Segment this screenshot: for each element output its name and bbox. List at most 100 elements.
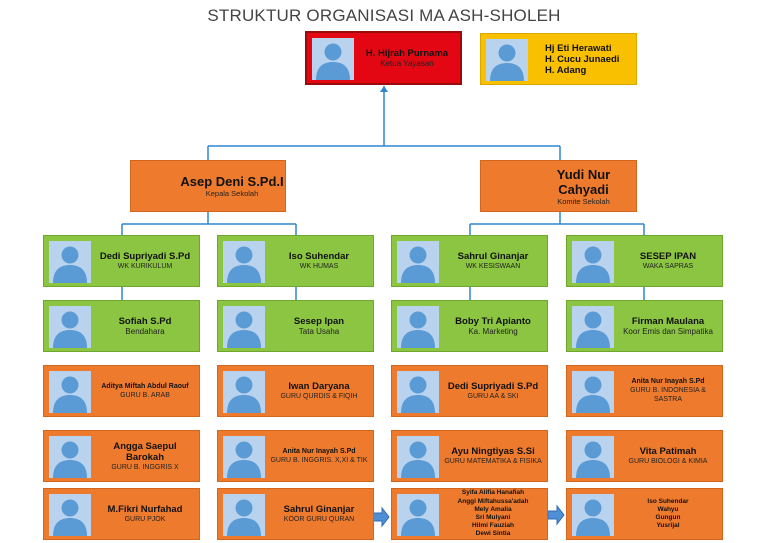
- list-name: Syifa Alifia Hanafiah: [461, 489, 525, 497]
- person-avatar-icon: [49, 241, 91, 283]
- card-role: WK KURIKULUM: [117, 263, 173, 270]
- card-komite-sekolah: Yudi Nur Cahyadi Komite Sekolah: [480, 160, 637, 212]
- card-name: Yudi Nur Cahyadi: [556, 166, 611, 197]
- card-role: GURU B. INGGRIS. X,XI & TIK: [270, 456, 368, 464]
- card-ketua-yayasan: H. Hijrah Purnama Ketua Yayasan: [305, 31, 462, 85]
- card-kepala-sekolah: Asep Deni S.Pd.I Kepala Sekolah: [130, 160, 286, 212]
- card-role: GURU PJOK: [124, 516, 166, 523]
- card-role: GURU QURDIS & FIQIH: [280, 393, 358, 400]
- card-role: GURU B. ARAB: [120, 391, 170, 399]
- card-name: Sahrul Ginanjar: [283, 504, 355, 515]
- person-avatar-icon: [397, 241, 439, 283]
- chart-title: STRUKTUR ORGANISASI MA ASH-SHOLEH: [207, 6, 561, 25]
- person-avatar-icon: [397, 371, 439, 413]
- card-name: Hj Eti Herawati: [545, 42, 612, 54]
- card-pembina: Hj Eti Herawati H. Cucu Junaedi H. Adang: [480, 33, 637, 85]
- person-avatar-icon: [223, 241, 265, 283]
- card-name: Firman Maulana: [631, 316, 705, 327]
- card-name: Iso Suhendar: [288, 251, 350, 262]
- list-name: Hilmi Fauziah: [472, 522, 514, 530]
- person-avatar-icon: [397, 436, 439, 478]
- card-role: WAKA SAPRAS: [642, 263, 694, 270]
- person-avatar-icon: [572, 371, 614, 413]
- card-role: WK KESISWAAN: [465, 263, 521, 270]
- person-avatar-icon: [572, 494, 614, 536]
- card-role: GURU BIOLOGI & KIMIA: [628, 458, 708, 465]
- card-role: GURU AA & SKI: [467, 393, 519, 400]
- card-role: GURU B. INDONESIA & SASTRA: [630, 387, 706, 403]
- card-role: Ka. Marketing: [468, 327, 518, 336]
- card-name: Ayu Ningtiyas S.Si: [451, 446, 535, 457]
- person-avatar-icon: [572, 306, 614, 348]
- person-avatar-icon: [49, 371, 91, 413]
- list-name: Dewi Sintia: [475, 530, 511, 538]
- arrow-right-icon: [372, 504, 565, 528]
- list-name: Mely Amalia: [474, 505, 512, 513]
- card-name: Sahrul Ginanjar: [457, 251, 529, 262]
- card-name: Iwan Daryana: [288, 381, 350, 392]
- list-name: Yusrijal: [656, 522, 680, 530]
- person-avatar-icon: [223, 436, 265, 478]
- person-avatar-icon: [312, 38, 354, 80]
- person-avatar-icon: [486, 39, 528, 81]
- card-name: Boby Tri Apianto: [455, 316, 531, 327]
- card-role: Bendahara: [125, 327, 165, 336]
- list-name: Sri Mulyani: [475, 514, 511, 521]
- card-name: H. Hijrah Purnama: [365, 48, 449, 59]
- person-avatar-icon: [223, 371, 265, 413]
- list-name: Anggi Miftahussa'adah: [457, 497, 529, 505]
- card-name: Anita Nur Inayah S.Pd: [631, 378, 705, 385]
- person-avatar-icon: [572, 241, 614, 283]
- person-avatar-icon: [49, 436, 91, 478]
- card-name: Angga Saepul Barokah: [113, 440, 177, 463]
- person-avatar-icon: [397, 306, 439, 348]
- person-avatar-icon: [223, 306, 265, 348]
- card-role: Tata Usaha: [298, 327, 340, 336]
- person-avatar-icon: [49, 494, 91, 536]
- card-name: SESEP IPAN: [639, 251, 697, 262]
- card-name: Sofiah S.Pd: [118, 316, 172, 327]
- card-name: Dedi Supriyadi S.Pd: [447, 381, 539, 392]
- card-name: Anita Nur Inayah S.Pd: [282, 447, 356, 455]
- card-name: Sesep Ipan: [293, 316, 345, 327]
- card-role: Komite Sekolah: [557, 196, 610, 206]
- card-name: Dedi Supriyadi S.Pd: [99, 251, 191, 262]
- list-name: Iso Suhendar: [647, 497, 689, 505]
- person-avatar-icon: [49, 306, 91, 348]
- card-name: Asep Deni S.Pd.I: [180, 174, 284, 189]
- list-name: Gungun: [655, 514, 681, 521]
- card-name: Aditya Miftah Abdul Raouf: [101, 382, 189, 390]
- card-role: KOOR GURU QURAN: [283, 516, 355, 523]
- person-avatar-icon: [397, 494, 439, 536]
- card-role: Kepala Sekolah: [205, 189, 259, 198]
- card-name: M.Fikri Nurfahad: [107, 504, 183, 515]
- person-avatar-icon: [572, 436, 614, 478]
- card-name: Vita Patimah: [639, 446, 697, 457]
- card-role: Koor Emis dan Simpatika: [623, 327, 713, 336]
- card-role: Ketua Yayasan: [380, 59, 434, 68]
- person-avatar-icon: [223, 494, 265, 536]
- card-role: GURU MATEMATIKA & FISIKA: [444, 458, 542, 465]
- card-name: H. Adang: [545, 64, 587, 76]
